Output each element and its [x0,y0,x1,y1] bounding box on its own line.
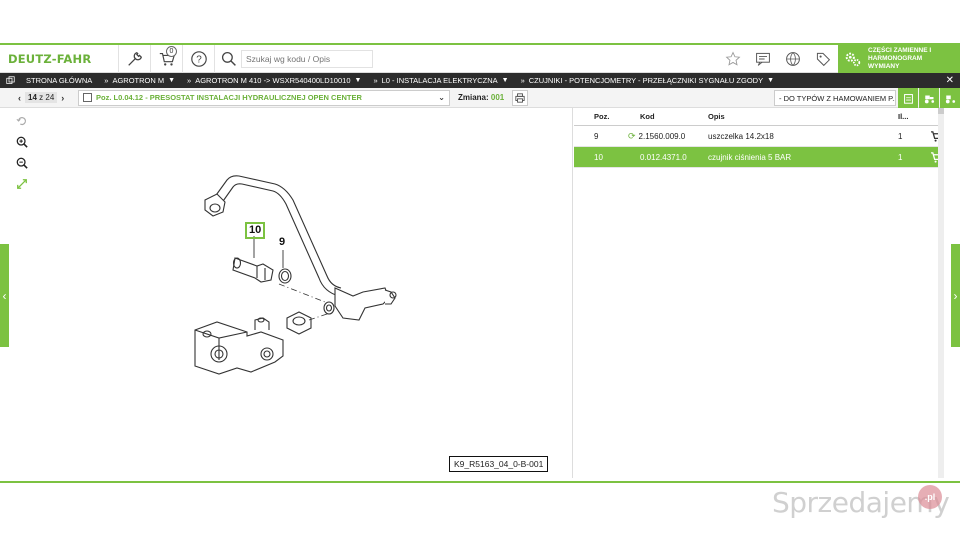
exploded-diagram-panel: 10 9 K9_R5163_04_0-B-001 [9,108,573,478]
drawing-code-label: K9_R5163_04_0-B-001 [449,456,549,472]
wrench-icon[interactable] [118,44,150,73]
tags-icon[interactable] [808,45,838,73]
chevron-down-icon: ▼ [767,77,775,84]
chevron-down-icon: ▼ [354,77,362,84]
breadcrumb-item-group[interactable]: »L0 - INSTALACJA ELEKTRYCZNA▼ [373,76,509,85]
revision-label: Zmiana: 001 [458,93,505,102]
parts-table-header: Poz. Kod Opis Il... [574,108,944,126]
main-header: DEUTZ-FAHR 0 ? CZĘŚCI ZAMIENN [0,44,960,73]
breadcrumb-item-home[interactable]: STRONA GŁÓWNA [26,76,93,85]
zoom-in-icon[interactable] [15,135,29,149]
tractor-settings-button[interactable] [940,88,960,108]
globe-icon[interactable] [778,45,808,73]
parts-scrollbar[interactable] [938,108,944,478]
chevron-down-icon: ▼ [168,77,176,84]
callout-10[interactable]: 10 [245,222,266,239]
breadcrumb-item-model[interactable]: »AGROTRON M▼ [104,76,176,85]
print-button[interactable] [512,89,529,106]
spare-parts-label: CZĘŚCI ZAMIENNE I HARMONOGRAM WYMIANY [868,46,932,70]
clipboard-icon [903,93,913,104]
watermark-badge: .pl [918,485,942,509]
part-list-button[interactable] [898,88,918,108]
prev-panel-arrow-icon[interactable]: ‹ [0,244,9,347]
messages-icon[interactable] [748,45,778,73]
chevron-down-icon: ⌄ [438,93,445,102]
rotate-icon[interactable] [15,114,29,128]
zoom-out-icon[interactable] [15,156,29,170]
column-header-poz[interactable]: Poz. [594,112,610,121]
page-number: 14 z 24 [25,92,58,103]
column-header-il[interactable]: Il... [898,112,909,121]
tractor-icon [945,95,956,103]
svg-text:?: ? [196,54,202,65]
table-row-selected[interactable]: 10 0.012.4371.0 czujnik ciśnienia 5 BAR … [574,147,944,168]
tractor-icon [924,95,935,103]
fit-to-screen-icon[interactable] [15,177,29,191]
search-icon[interactable] [221,51,237,67]
page-navigator: ‹ 14 z 24 › [0,92,78,103]
table-row[interactable]: 9 ⟳2.1560.009.0 uszczelka 14.2x18 1 [574,126,944,147]
document-icon [83,93,92,102]
brand-logo[interactable]: DEUTZ-FAHR [8,51,92,66]
gears-icon [845,52,861,66]
spare-parts-schedule-button[interactable]: CZĘŚCI ZAMIENNE I HARMONOGRAM WYMIANY [838,44,960,73]
bottom-accent-line [0,481,960,483]
type-filter-select[interactable]: - DO TYPÓW Z HAMOWANIEM P... [774,90,896,106]
breadcrumb-item-subgroup[interactable]: »CZUJNIKI - POTENCJOMETRY - PRZEŁĄCZNIKI… [520,76,775,85]
printer-icon [515,92,525,103]
cart-button[interactable]: 0 [150,44,182,73]
top-accent-line [0,43,960,45]
copy-icon[interactable] [4,73,16,88]
next-panel-arrow-icon[interactable]: › [951,244,960,347]
search-input[interactable] [241,49,373,68]
position-select[interactable]: Poz. L0.04.12 - PRESOSTAT INSTALACJI HYD… [78,89,450,106]
column-header-opis[interactable]: Opis [708,112,725,121]
breadcrumb-item-serial[interactable]: »AGROTRON M 410 -> WSXR540400LD10010▼ [187,76,362,85]
diagram-tools [15,114,29,198]
parts-table: Poz. Kod Opis Il... 9 ⟳2.1560.009.0 uszc… [574,108,944,478]
close-icon[interactable]: ✕ [945,75,954,86]
prev-page-icon[interactable]: ‹ [18,92,21,103]
star-icon[interactable] [718,45,748,73]
tractor-button[interactable] [919,88,939,108]
breadcrumb: STRONA GŁÓWNA »AGROTRON M▼ »AGROTRON M 4… [0,73,960,88]
column-header-kod[interactable]: Kod [640,112,655,121]
position-toolbar: ‹ 14 z 24 › Poz. L0.04.12 - PRESOSTAT IN… [0,88,960,108]
parts-drawing [194,175,397,375]
help-icon[interactable]: ? [182,44,214,73]
callout-9[interactable]: 9 [279,236,286,248]
sync-icon: ⟳ [628,130,636,141]
chevron-down-icon: ▼ [501,77,509,84]
search-bar [214,44,373,73]
next-page-icon[interactable]: › [61,92,65,103]
cart-count-badge: 0 [166,45,177,57]
